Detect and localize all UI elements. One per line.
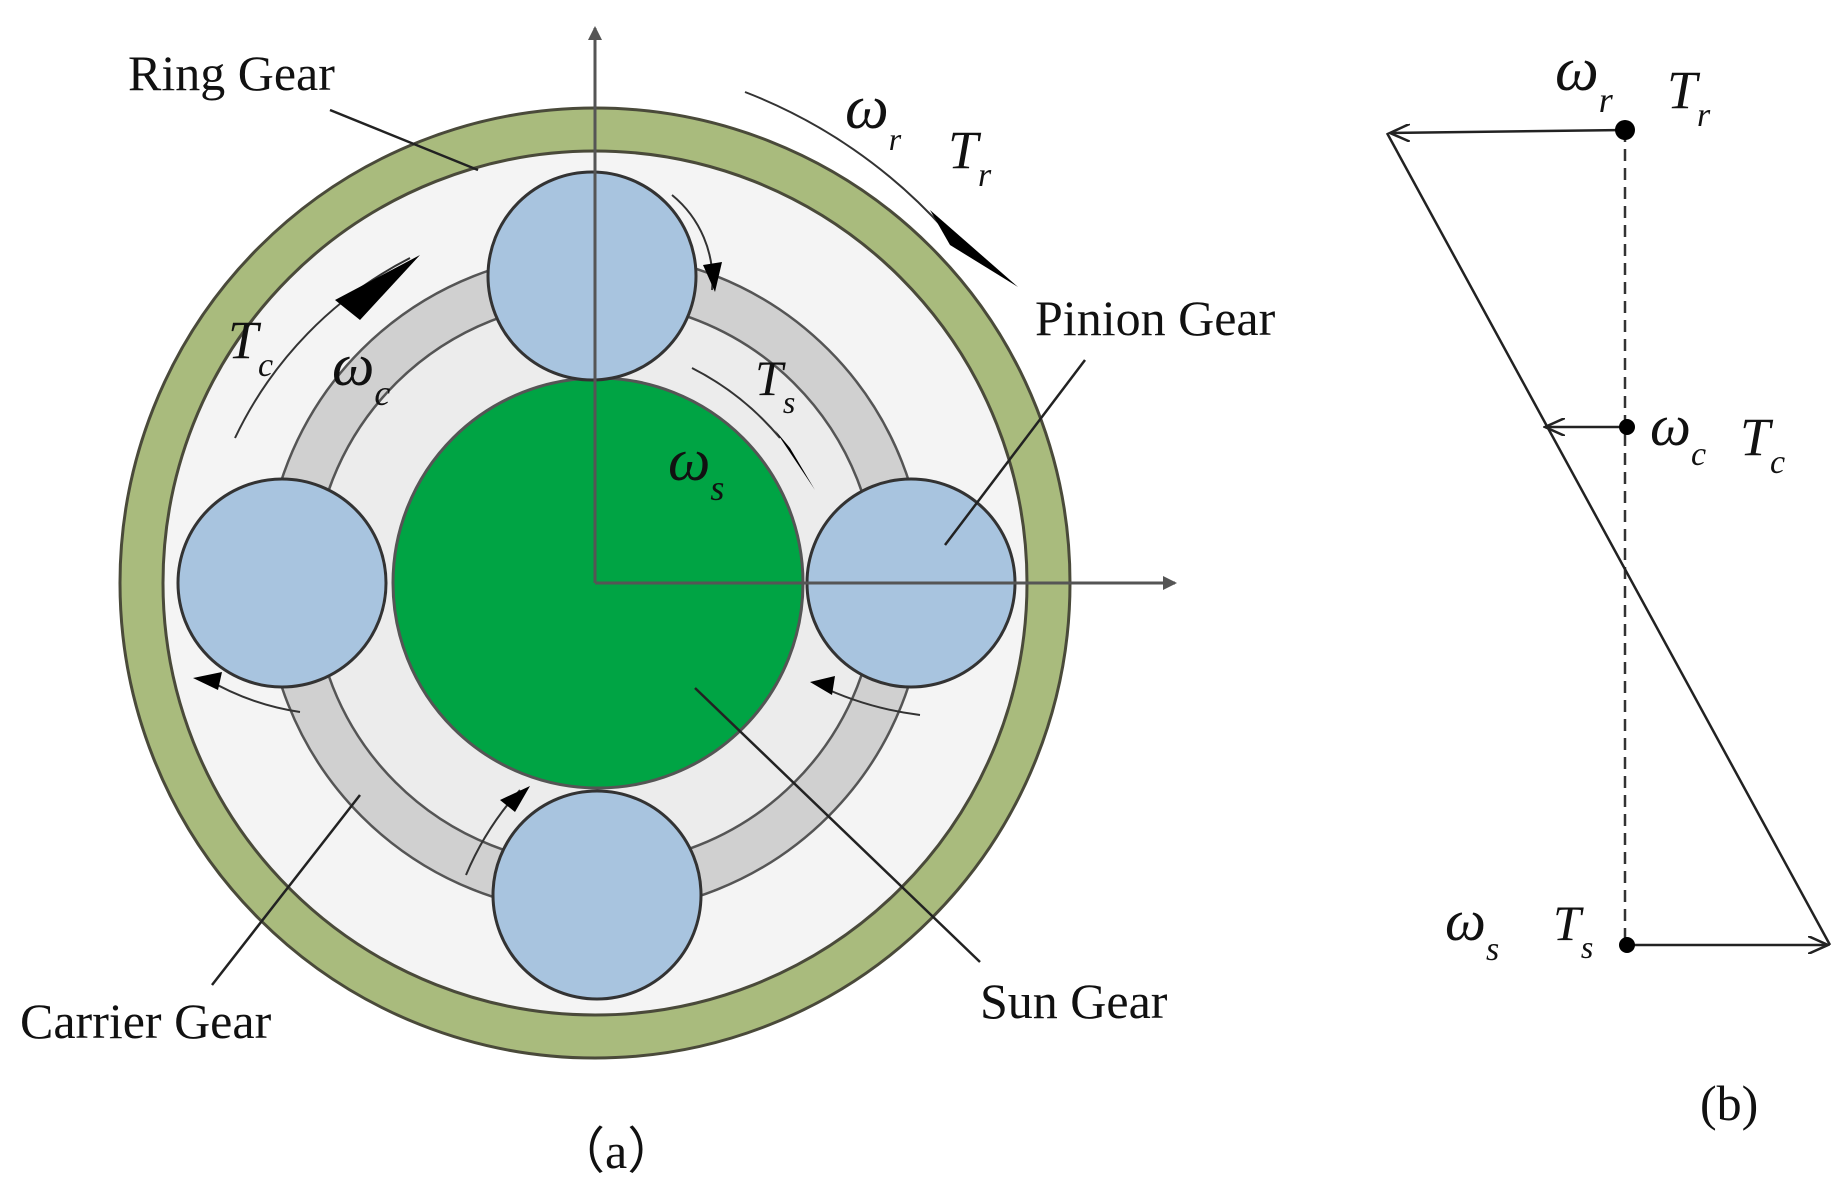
carrier-rotation-head bbox=[335, 255, 420, 320]
pinion-top-head bbox=[703, 262, 722, 292]
sun-gear-label: Sun Gear bbox=[980, 973, 1168, 1029]
omega-c-label: ωc bbox=[332, 332, 390, 413]
omega-s-label: ωs bbox=[668, 427, 724, 508]
sun-rotation-head bbox=[775, 430, 815, 490]
pinion-gear-bottom bbox=[491, 789, 703, 1001]
carrier-rotation-arrow bbox=[234, 257, 411, 439]
sun-gear-leader bbox=[694, 687, 981, 963]
speed-line bbox=[1385, 132, 1832, 946]
ring-torque-arrow bbox=[1390, 130, 1626, 133]
ring-gear-leader bbox=[329, 108, 479, 172]
panel-b: ωr Tr ωc Tc ωs Ts (b) bbox=[1385, 36, 1832, 1131]
pinion-left-head bbox=[193, 672, 222, 690]
pinion-gear-left bbox=[176, 477, 388, 689]
panel-a-caption: （a） bbox=[555, 1123, 677, 1179]
b-omega-s-label: ωs bbox=[1445, 888, 1499, 968]
b-omega-c-label: ωc bbox=[1650, 393, 1706, 473]
torque-r-label: Tr bbox=[948, 120, 992, 194]
b-omega-r-label: ωr bbox=[1555, 36, 1614, 120]
pinion-gear-top bbox=[486, 170, 698, 382]
ring-rotation-arrow bbox=[744, 91, 946, 231]
omega-r-label: ωr bbox=[845, 74, 902, 157]
sun-rotation-arrow bbox=[691, 367, 781, 439]
panel-b-caption: (b) bbox=[1700, 1075, 1758, 1131]
torque-s-label: Ts bbox=[755, 350, 795, 420]
b-torque-s-label: Ts bbox=[1553, 895, 1593, 965]
b-torque-c-label: Tc bbox=[1740, 407, 1785, 481]
pinion-bottom-head bbox=[500, 786, 530, 812]
panel-a: Ring Gear Pinion Gear Carrier Gear Sun G… bbox=[20, 26, 1276, 1179]
sun-node bbox=[1619, 937, 1635, 953]
carrier-gear-label: Carrier Gear bbox=[20, 993, 272, 1049]
ring-rotation-head bbox=[930, 210, 1018, 287]
pinion-gear-leader bbox=[944, 359, 1086, 546]
carrier-node bbox=[1619, 419, 1635, 435]
ring-node bbox=[1615, 120, 1635, 140]
b-torque-r-label: Tr bbox=[1667, 60, 1711, 134]
carrier-gear-leader bbox=[211, 794, 361, 986]
torque-c-label: Tc bbox=[228, 310, 273, 384]
ring-gear-label: Ring Gear bbox=[128, 45, 335, 101]
pinion-right-head bbox=[810, 676, 835, 695]
pinion-gear-label: Pinion Gear bbox=[1035, 290, 1276, 346]
